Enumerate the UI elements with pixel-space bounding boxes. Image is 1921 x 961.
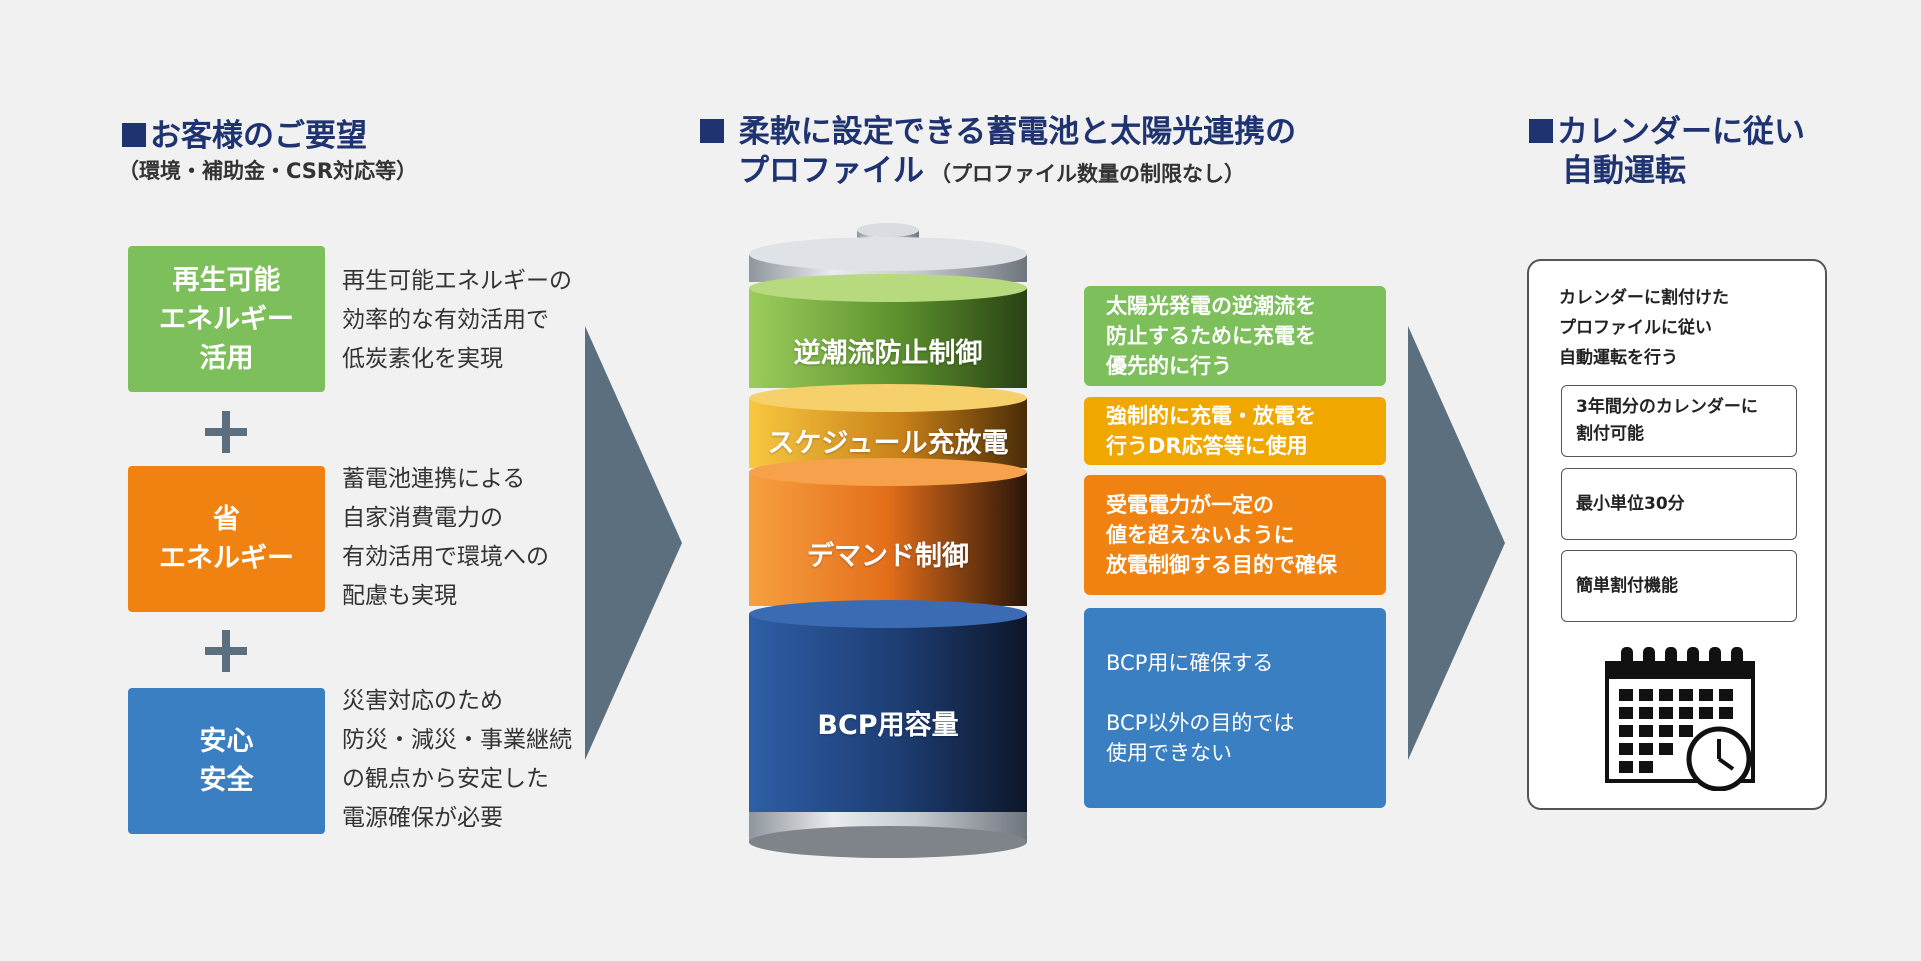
middle-heading: 柔軟に設定できる蓄電池と太陽光連携の <box>700 112 1296 152</box>
requirement-renewable-box: 再生可能 エネルギー 活用 <box>128 246 325 392</box>
plus-icon <box>205 411 247 453</box>
right-heading-line2: 自動運転 <box>1562 153 1686 189</box>
desc-demand: 受電電力が一定の 値を超えないように 放電制御する目的で確保 <box>1084 475 1386 595</box>
battery-segment-schedule: スケジュール充放電 <box>767 427 1009 459</box>
square-bullet-icon <box>700 119 724 143</box>
requirement-energy-saving-box: 省 エネルギー <box>128 466 325 612</box>
feature-3year-calendar: 3年間分のカレンダーに 割付可能 <box>1561 385 1797 457</box>
requirement-safety-box: 安心 安全 <box>128 688 325 834</box>
desc-schedule: 強制的に充電・放電を 行うDR応答等に使用 <box>1084 397 1386 465</box>
battery-segment-demand: デマンド制御 <box>807 540 969 572</box>
feature-min-unit: 最小単位30分 <box>1561 468 1797 540</box>
chevron-right-arrow <box>585 326 682 760</box>
middle-heading-line2: プロファイル（プロファイル数量の制限なし） <box>738 153 1245 189</box>
right-heading: カレンダーに従い <box>1529 112 1805 152</box>
calendar-clock-icon <box>1605 647 1755 791</box>
chevron-right-arrow <box>1408 326 1505 760</box>
battery-segment-bcp: BCP用容量 <box>817 709 959 741</box>
plus-icon <box>205 630 247 672</box>
square-bullet-icon <box>122 123 146 147</box>
square-bullet-icon <box>1529 119 1553 143</box>
left-subheading: （環境・補助金・CSR対応等） <box>118 159 418 183</box>
requirement-safety-desc: 災害対応のため 防災・減災・事業継続 の観点から安定した 電源確保が必要 <box>342 688 572 831</box>
calendar-panel: カレンダーに割付けた プロファイルに従い 自動運転を行う 3年間分のカレンダーに… <box>1527 259 1827 810</box>
battery-segment-reverse-flow: 逆潮流防止制御 <box>793 337 983 369</box>
requirement-energy-saving-desc: 蓄電池連携による 自家消費電力の 有効活用で環境への 配慮も実現 <box>342 466 549 609</box>
feature-easy-assign: 簡単割付機能 <box>1561 550 1797 622</box>
desc-reverse-flow: 太陽光発電の逆潮流を 防止するために充電を 優先的に行う <box>1084 286 1386 386</box>
calendar-panel-title: カレンダーに割付けた プロファイルに従い 自動運転を行う <box>1559 288 1729 368</box>
desc-bcp: BCP用に確保する BCP以外の目的では 使用できない <box>1084 608 1386 808</box>
left-heading: お客様のご要望 <box>122 116 367 156</box>
requirement-renewable-desc: 再生可能エネルギーの 効率的な有効活用で 低炭素化を実現 <box>342 268 572 372</box>
